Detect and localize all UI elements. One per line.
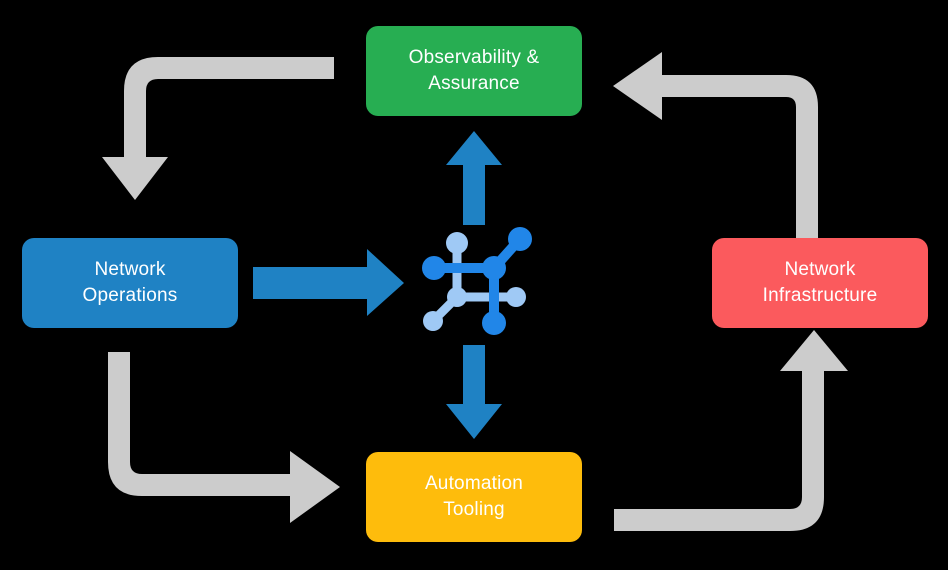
node-label-automation: Automation Tooling [424, 472, 524, 520]
icon-node-top-right [508, 227, 532, 251]
node-automation-tooling[interactable]: Automation Tooling [366, 452, 582, 542]
icon-node-left [422, 256, 446, 280]
node-label-observability: Observability & Assurance [408, 46, 540, 94]
connector-observability-to-operations [102, 57, 334, 200]
icon-node-bottom-left [423, 311, 443, 331]
icon-node-bottom-right [482, 311, 506, 335]
node-network-infrastructure[interactable]: Network Infrastructure [712, 238, 928, 328]
icon-node-center-left [447, 287, 467, 307]
node-observability-assurance[interactable]: Observability & Assurance [366, 26, 582, 116]
icon-node-top-left [446, 232, 468, 254]
connector-automation-to-infrastructure [614, 330, 848, 531]
network-icon-edges [431, 236, 523, 323]
icon-node-center [482, 256, 506, 280]
node-label-operations: Network Operations [82, 258, 178, 306]
connector-operations-to-automation [108, 352, 340, 523]
connector-infrastructure-to-observability [613, 52, 818, 238]
node-label-infrastructure: Network Infrastructure [762, 258, 878, 306]
node-network-operations[interactable]: Network Operations [22, 238, 238, 328]
network-icon-nodes [422, 227, 532, 335]
icon-node-right-mid [506, 287, 526, 307]
